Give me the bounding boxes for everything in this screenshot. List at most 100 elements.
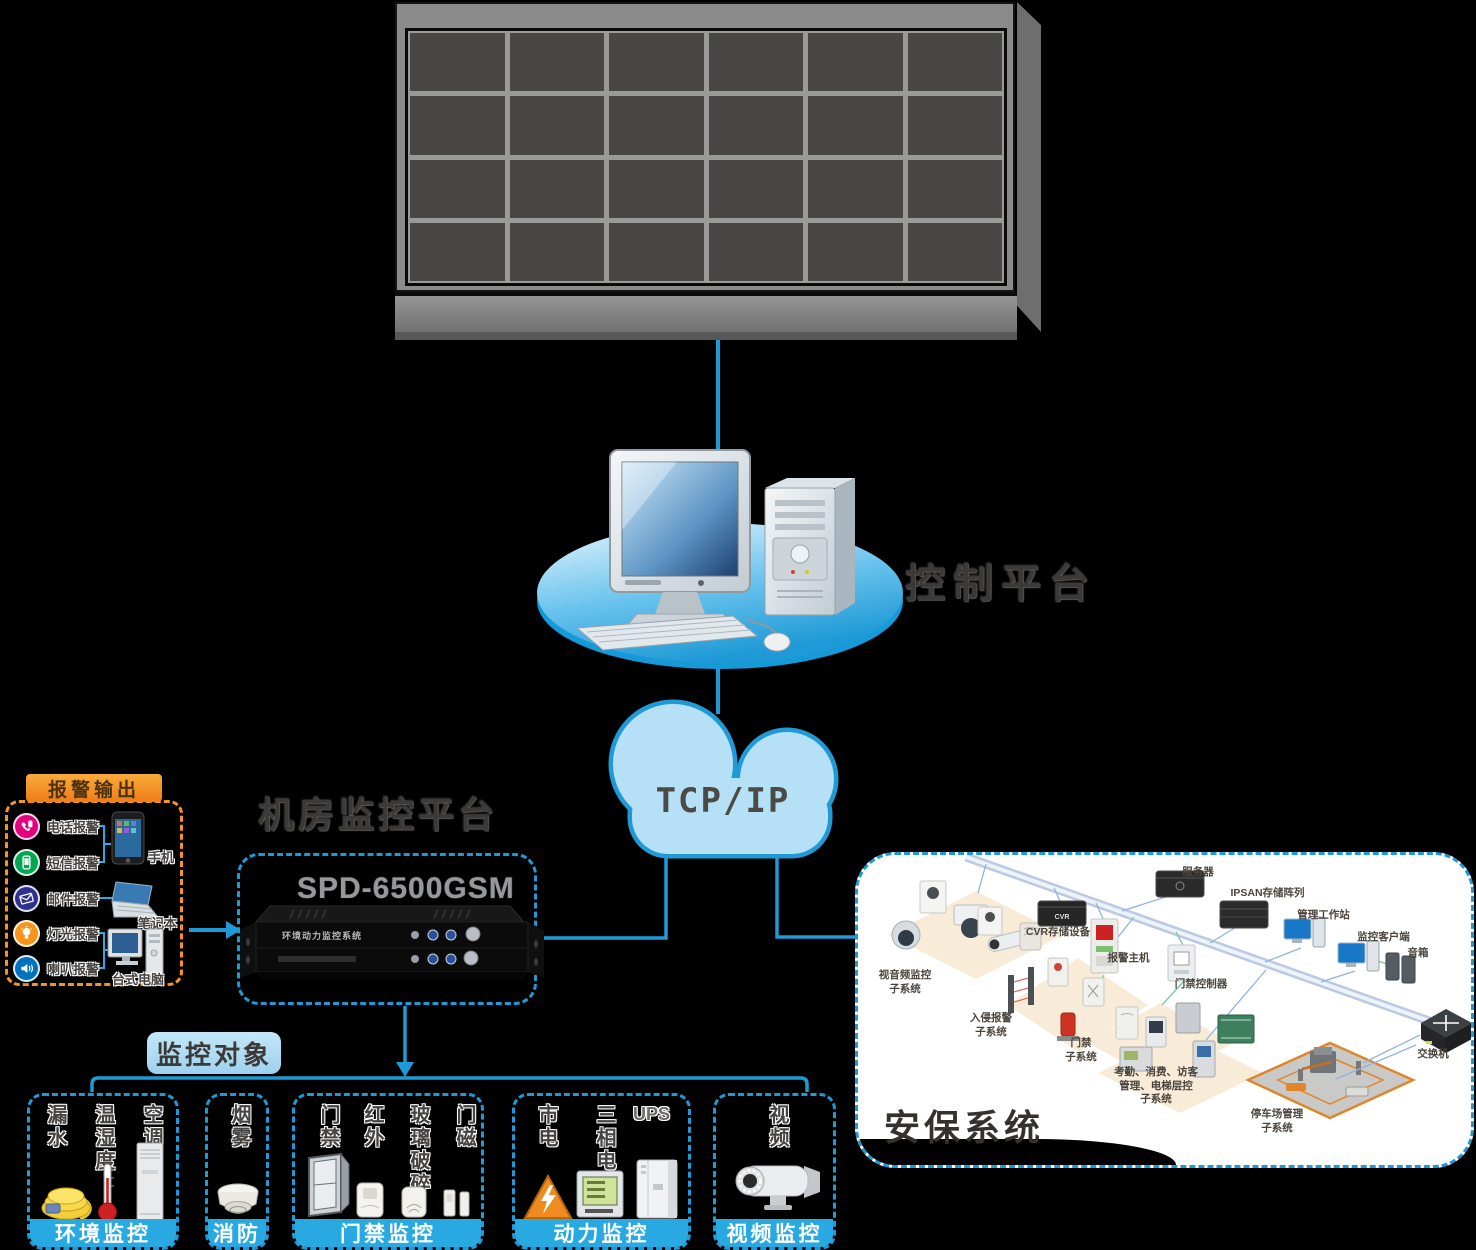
item-label: 温湿度 [92,1104,114,1173]
item-label: 视频 [766,1104,788,1150]
wall-screen [708,96,803,155]
power-meter-icon [576,1170,624,1218]
group-access: 门禁 红外 玻璃破碎 门磁 门禁监控 [292,1093,484,1250]
item-label: 门磁 [453,1104,475,1150]
group-banner: 消防 [208,1219,266,1247]
sec-label-server: 服务器 [1182,866,1214,878]
video-wall [395,2,1043,348]
video-wall-base-lip [395,332,1017,340]
wall-screen [708,159,803,218]
item-label: 漏水 [44,1104,66,1150]
sec-label-speaker: 音箱 [1407,947,1429,959]
cvr-device-icon: CVR [1037,900,1087,927]
pc-mouse [746,617,791,652]
phone-alarm-icon [13,812,40,840]
wire-bus [90,1076,809,1092]
sec-label-av: 视音频监控 子系统 [878,969,932,995]
alarm-label: 短信报警 [47,855,100,871]
device-label: 手机 [148,850,175,865]
glass-break-icon [401,1186,427,1218]
arrowhead-spd-bus [396,1062,414,1077]
sec-label-ipsan: IPSAN存储阵列 [1230,887,1305,899]
mains-power-icon [523,1174,573,1219]
alarm-row: 邮件报警 [13,884,133,912]
group-power: 市电 三相电 UPS 动力监控 [512,1093,691,1250]
alarm-label: 喇叭报警 [47,961,100,977]
switch-icon [1421,1009,1471,1053]
wall-screen [808,33,903,92]
air-conditioner-icon [136,1142,164,1222]
wall-screen [609,222,704,281]
wall-screen [907,222,1002,281]
group-fire: 烟雾 消防 [205,1093,269,1250]
wall-screen [708,33,803,92]
video-wall-base [395,292,1017,338]
pc-monitor [609,449,751,629]
group-banner: 门禁监控 [295,1219,481,1247]
sec-label-access: 门禁 子系统 [1065,1037,1097,1063]
ipsan-icon [1219,900,1269,929]
wall-screen [509,159,604,218]
intrusion-devices-icon [1008,957,1105,1041]
cctv-camera-icon [735,1165,820,1210]
wall-screen [907,33,1002,92]
item-label: 玻璃破碎 [407,1104,429,1196]
tcpip-cloud [608,699,839,859]
group-video: 视频 视频监控 [713,1093,836,1250]
sec-label-access-controller: 门禁控制器 [1174,978,1228,990]
pc-keyboard [575,615,759,651]
sec-label-cvr: CVR存储设备 [1025,926,1091,938]
wall-screen [808,222,903,281]
camera-cluster-icon [891,880,1042,952]
item-label: 空调 [140,1104,162,1150]
wall-screen [410,33,505,92]
arrowhead-alarm-spd [226,921,241,939]
spd-model-label: SPD-6500GSM [297,872,515,905]
item-label: 市电 [535,1104,557,1150]
video-wall-side [1017,2,1041,332]
client-icon [1337,940,1380,972]
spd-panel-text: 环境动力监控系统 [282,930,362,941]
group-environment: 漏水 温湿度 空调 环境监控 [27,1093,179,1250]
wall-screen [708,222,803,281]
alarm-host-icon [1090,918,1119,974]
item-label: 红外 [361,1104,383,1150]
thin-links [977,863,1421,1080]
security-diagram: CVR [888,855,1471,1120]
monitor-objects-label: 监控对象 [147,1032,281,1074]
light-alarm-icon [13,919,40,947]
security-system-panel: CVR [855,852,1474,1168]
wall-screen [609,159,704,218]
group-banner: 动力监控 [515,1219,688,1247]
wall-screen [509,222,604,281]
water-leak-icon [41,1187,92,1220]
parking-lot-icon [1244,1041,1417,1120]
group-banner: 视频监控 [716,1219,833,1247]
sms-alarm-icon [13,848,40,876]
alarm-row: 电话报警 [13,812,133,840]
group-banner: 环境监控 [30,1219,176,1247]
wall-screen [509,96,604,155]
wire-cloud-panel [775,850,855,939]
platform-intrusion [1008,958,1148,1052]
attendance-devices-icon [1119,1002,1255,1078]
smoke-detector-icon [217,1183,259,1214]
desktop-image [107,928,164,976]
item-label: 三相电 [593,1104,615,1173]
device-label: 笔记本 [138,916,178,931]
wall-screen [907,96,1002,155]
item-label: 门禁 [317,1104,339,1150]
alarm-row: 灯光报警 [13,919,133,947]
sec-label-attendance: 考勤、消费、访客 管理、电梯层控 子系统 [1114,1066,1198,1106]
wall-screen [410,159,505,218]
thermometer-icon [98,1163,117,1222]
video-wall-frame [395,2,1015,292]
alarm-label: 电话报警 [47,819,100,835]
wall-screen [609,33,704,92]
sec-label-intrusion: 入侵报警 子系统 [970,1012,1012,1038]
alarm-label: 灯光报警 [47,926,100,942]
alarm-connector-lines [89,825,114,969]
alarm-label: 邮件报警 [47,891,100,907]
spd-connectors [278,926,481,966]
control-platform-label: 控制平台 [905,562,1097,606]
